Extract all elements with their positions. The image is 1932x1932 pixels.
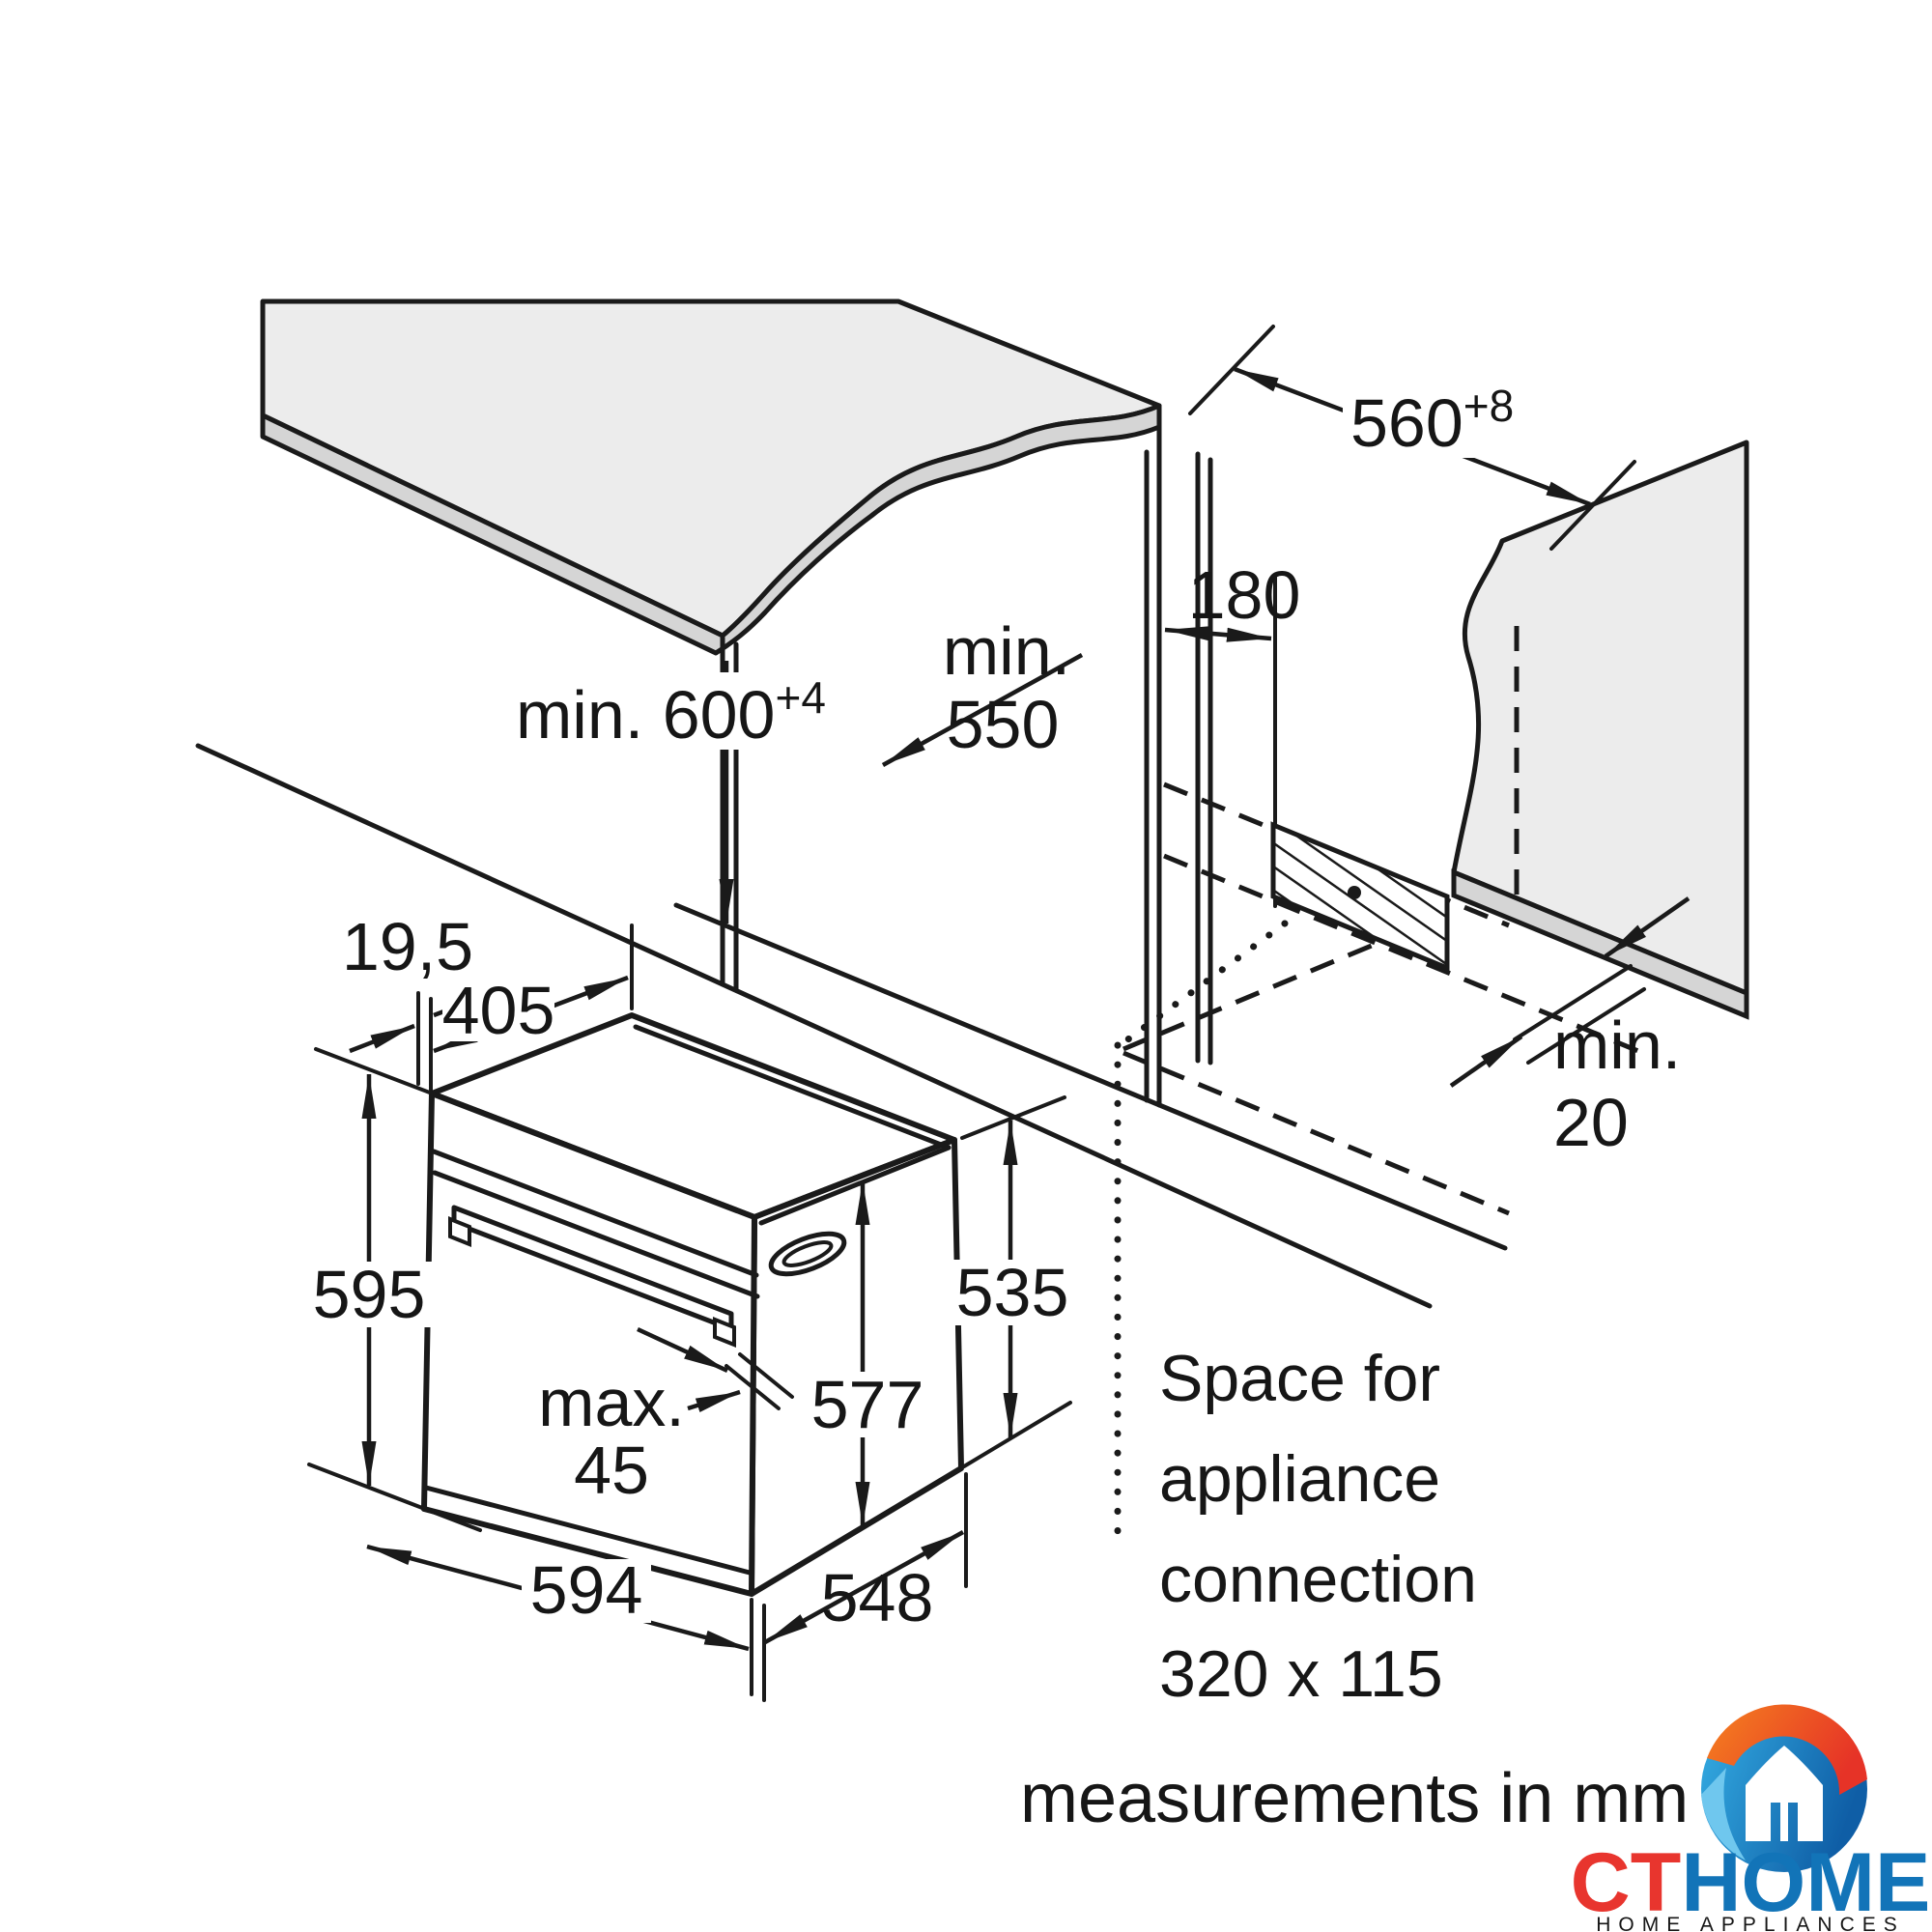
note-line-2: appliance <box>1159 1442 1440 1516</box>
oven-front-face <box>421 1091 757 1597</box>
label-front-height: 595 <box>313 1257 426 1332</box>
right-panel-edge-band <box>1451 868 1749 1020</box>
label-niche-width: 560+8 <box>1350 381 1514 461</box>
oven <box>421 1012 964 1597</box>
connection-space-hatch <box>1270 821 1450 972</box>
label-rear-gap-value: 20 <box>1553 1085 1629 1160</box>
connection-point-dot <box>1348 886 1361 899</box>
cthome-wordmark: CTHOME <box>1571 1836 1931 1929</box>
oven-top-rim <box>633 1024 952 1151</box>
label-top-depth: 405 <box>442 973 555 1048</box>
label-door-protrusion-max: max. <box>538 1365 685 1440</box>
dim-front-width: 594 <box>366 1544 766 1702</box>
label-front-width: 594 <box>530 1552 643 1628</box>
dim-front-overhang: 19,5 <box>342 909 498 1092</box>
label-connection-offset: 180 <box>1188 557 1301 633</box>
label-body-height: 577 <box>811 1367 924 1442</box>
units-note: measurements in mm <box>1020 1760 1689 1837</box>
base-rail-upper <box>673 902 1508 1251</box>
label-door-protrusion-value: 45 <box>574 1433 649 1508</box>
dim-door-protrusion: max. 45 <box>538 1326 794 1508</box>
dotted-leader <box>1122 920 1289 1045</box>
dim-niche-depth: min. 550 <box>881 613 1084 767</box>
niche-interior <box>1114 451 1639 1546</box>
cthome-logo: CTHOME HOME APPLIANCES <box>1571 1704 1931 1932</box>
label-body-depth: 548 <box>821 1560 934 1635</box>
connection-note: Space for appliance connection 320 x 115 <box>1159 1342 1477 1711</box>
dim-niche-width: 560+8 <box>1188 325 1636 551</box>
worktop-top-surface <box>260 298 1162 639</box>
label-cabinet-height: min. 600+4 <box>516 672 826 753</box>
dim-body-height: 577 <box>802 1180 933 1526</box>
cthome-tagline: HOME APPLIANCES <box>1596 1914 1905 1932</box>
side-grip-hole <box>768 1231 847 1277</box>
left-cabinet <box>195 424 1508 1309</box>
label-rear-gap-min: min. <box>1553 1008 1681 1083</box>
worktop <box>260 298 1162 656</box>
control-panel-line <box>431 1149 759 1278</box>
cthome-logo-icon <box>1701 1704 1867 1872</box>
dim-side-height: 535 <box>949 1095 1076 1468</box>
dim-rear-gap: min. 20 <box>1449 896 1690 1160</box>
label-side-height: 535 <box>956 1255 1069 1330</box>
dimensions: min. 600+4 560+8 min. 550 180 min. <box>303 325 1690 1702</box>
label-niche-depth-min: min. <box>943 613 1070 689</box>
dim-cabinet-height: min. 600+4 <box>504 661 837 923</box>
label-front-overhang: 19,5 <box>342 909 473 984</box>
note-line-1: Space for <box>1159 1342 1440 1415</box>
floor-line <box>195 743 1433 1309</box>
right-panel-face <box>1451 440 1749 996</box>
dim-front-height: 595 <box>303 1047 490 1532</box>
dim-top-depth: 405 <box>433 923 634 1054</box>
right-side-panel <box>1451 440 1749 1020</box>
note-line-3: connection <box>1159 1543 1477 1616</box>
note-line-4: 320 x 115 <box>1159 1637 1443 1711</box>
label-niche-depth-value: 550 <box>947 687 1060 762</box>
dim-body-depth: 548 <box>763 1472 968 1644</box>
dim-connection-offset: 180 <box>1164 557 1301 642</box>
